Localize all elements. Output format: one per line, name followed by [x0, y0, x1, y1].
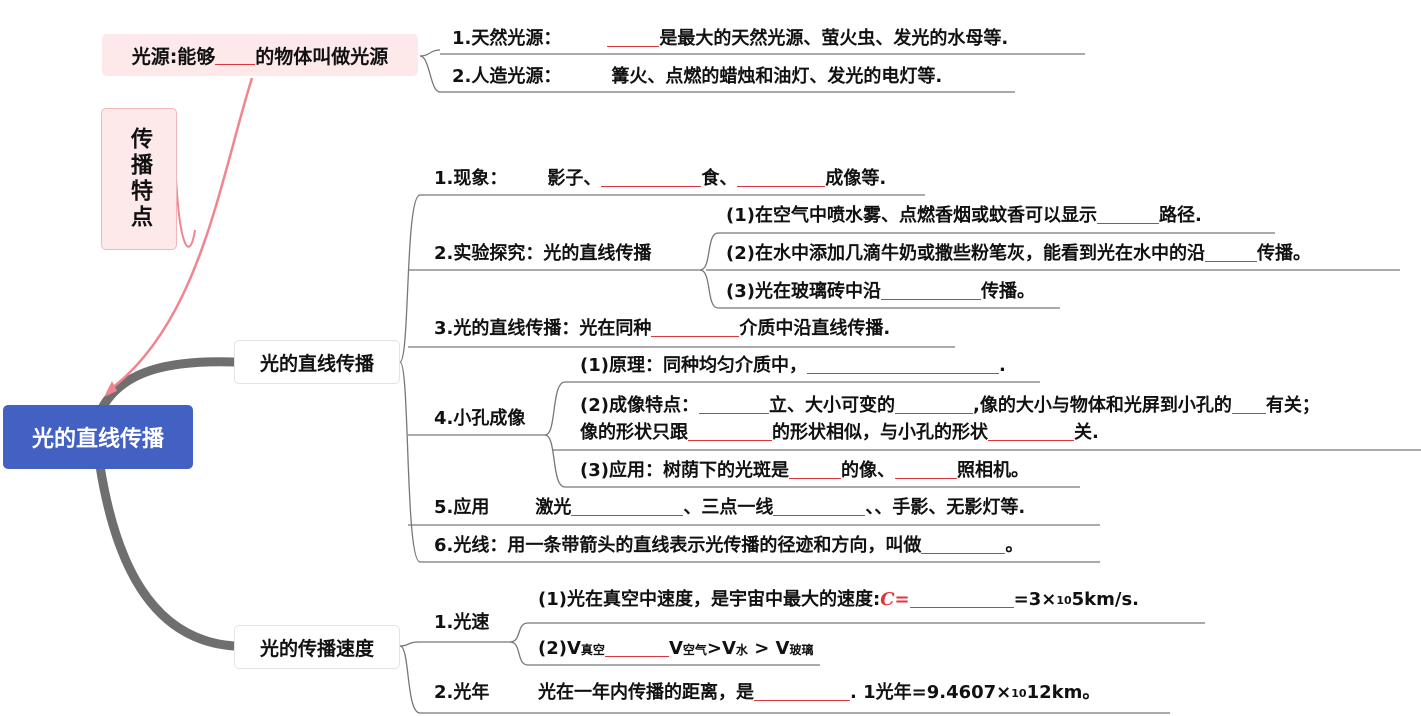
experiment-item-1: (1)在空气中喷水雾、点燃香烟或蚊香可以显示路径.	[726, 205, 1202, 226]
root-node[interactable]: 光的直线传播	[3, 405, 193, 469]
light-ray: 6.光线：用一条带箭头的直线表示光传播的径迹和方向，叫做。	[434, 535, 1024, 556]
pinhole-application: (3)应用：树荫下的光斑是的像、照相机。	[580, 460, 1029, 481]
experiment-item-2: (2)在水中添加几滴牛奶或撒些粉笔灰，能看到光在水中的沿传播。	[726, 243, 1311, 264]
light-source-node[interactable]: 光源:能够的物体叫做光源	[102, 34, 418, 76]
pinhole-feature: (2)成像特点：立、大小可变的,像的大小与物体和光屏到小孔的有关；	[580, 395, 1320, 416]
pinhole-feature-2: 像的形状只跟的形状相似，与小孔的形状关.	[580, 422, 1099, 443]
propagation-feature-node[interactable]: 传播特点	[101, 108, 177, 250]
light-year-text: 光在一年内传播的距离，是. 1光年=9.4607×1012km。	[538, 682, 1101, 703]
light-year-label: 2.光年	[434, 682, 490, 703]
light-speed-label: 1.光速	[434, 612, 490, 633]
branch-to-rectilinear	[95, 357, 239, 417]
speed-node[interactable]: 光的传播速度	[234, 625, 400, 669]
rectilinear-node[interactable]: 光的直线传播	[234, 340, 400, 384]
pinhole-principle: (1)原理：同种均匀介质中，.	[580, 355, 1006, 376]
light-speed-item-1: (1)光在真空中速度，是宇宙中最大的速度:C==3×105km/s.	[538, 589, 1140, 610]
natural-light-source: 1.天然光源：是最大的天然光源、萤火虫、发光的水母等.	[452, 28, 1009, 49]
definition: 3.光的直线传播：光在同种介质中沿直线传播.	[434, 318, 891, 339]
blank	[215, 46, 256, 65]
application: 5.应用激光、三点一线、、手影、无影灯等.	[434, 497, 1026, 518]
pinhole-label: 4.小孔成像	[434, 408, 526, 429]
phenomenon: 1.现象：影子、食、成像等.	[434, 168, 887, 189]
pink-curve-feature	[175, 177, 196, 248]
experiment-label: 2.实验探究：光的直线传播	[434, 243, 652, 264]
pink-arrow	[111, 77, 254, 389]
branch-to-speed	[95, 461, 239, 651]
experiment-item-3: (3)光在玻璃砖中沿传播。	[726, 281, 1035, 302]
artificial-light-source: 2.人造光源：篝火、点燃的蜡烛和油灯、发光的电灯等.	[452, 66, 943, 87]
